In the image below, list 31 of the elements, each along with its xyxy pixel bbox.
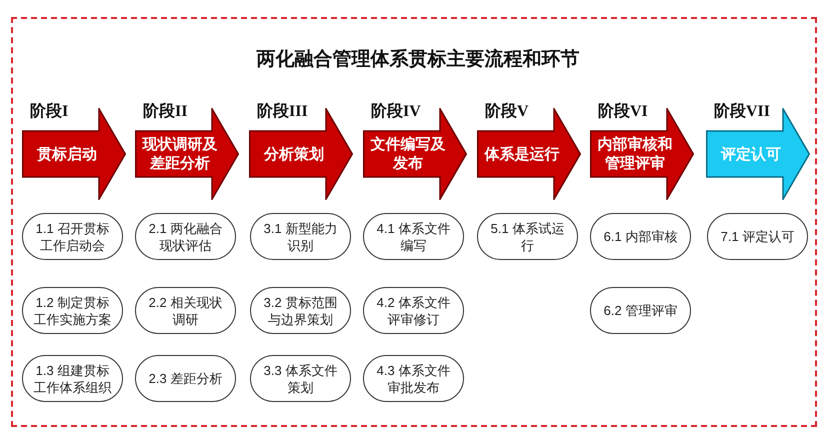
step-box: 5.1 体系试运行	[477, 213, 578, 260]
diagram-title: 两化融合管理体系贯标主要流程和环节	[256, 48, 580, 72]
step-box: 3.2 贯标范围与边界策划	[250, 287, 351, 334]
step-box: 1.3 组建贯标工作体系组织	[22, 355, 123, 402]
stage-heading: 阶段IV	[371, 102, 421, 122]
stage-label: 体系是运行	[484, 144, 560, 164]
step-box: 4.2 体系文件评审修订	[363, 287, 464, 334]
step-box: 6.2 管理评审	[590, 287, 691, 334]
step-box: 7.1 评定认可	[707, 213, 808, 260]
stage-label: 贯标启动	[37, 144, 97, 164]
stage-label: 文件编写及发布	[370, 135, 446, 173]
stage-label: 分析策划	[264, 144, 324, 164]
step-box: 2.3 差距分析	[135, 355, 236, 402]
step-box: 1.1 召开贯标工作启动会	[22, 213, 123, 260]
step-box: 6.1 内部审核	[590, 213, 691, 260]
stage-heading: 阶段VI	[598, 102, 648, 122]
stage-heading: 阶段II	[143, 102, 188, 122]
stage-heading: 阶段VII	[714, 102, 770, 122]
stage-label: 内部审核和管理评审	[596, 135, 674, 173]
step-box: 4.3 体系文件审批发布	[363, 355, 464, 402]
stage-heading: 阶段V	[485, 102, 529, 122]
step-box: 4.1 体系文件编写	[363, 213, 464, 260]
step-box: 3.3 体系文件策划	[250, 355, 351, 402]
stage-heading: 阶段I	[30, 102, 68, 122]
step-box: 2.1 两化融合现状评估	[135, 213, 236, 260]
step-box: 2.2 相关现状调研	[135, 287, 236, 334]
stage-label: 评定认可	[721, 144, 781, 164]
stage-label: 现状调研及差距分析	[141, 135, 218, 173]
step-box: 3.1 新型能力识别	[250, 213, 351, 260]
step-box: 1.2 制定贯标工作实施方案	[22, 287, 123, 334]
stage-heading: 阶段III	[257, 102, 308, 122]
